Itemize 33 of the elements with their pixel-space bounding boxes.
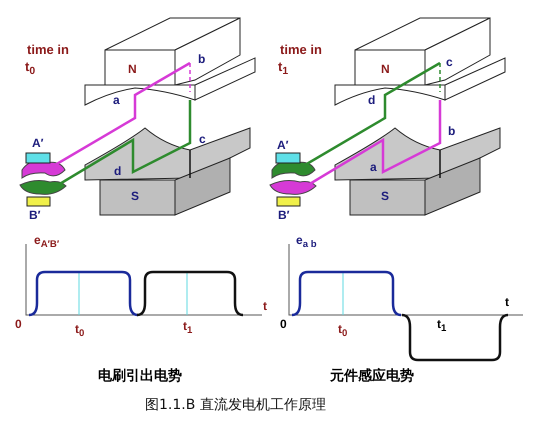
conductor-label: d — [114, 165, 122, 177]
axis-label: t — [505, 296, 509, 308]
conductor-label: d — [368, 94, 376, 106]
pole-label: S — [381, 190, 390, 202]
conductor-label: c — [446, 56, 453, 68]
chart-caption: 元件感应电势 — [330, 369, 414, 383]
chart-caption: 电刷引出电势 — [98, 369, 182, 383]
axis-label: 0 — [280, 318, 287, 330]
tick-label: t$_{1}$ — [183, 320, 192, 336]
axis-label: e$_{a b}$ — [296, 234, 317, 250]
brush-label: A′ — [32, 137, 44, 149]
brush-label: B′ — [278, 209, 290, 221]
axis-label: t — [263, 300, 267, 312]
pole-label: S — [131, 190, 140, 202]
time-label: t$_{0}$ — [25, 60, 36, 78]
conductor-label: b — [448, 125, 456, 137]
time-label: time in — [27, 43, 69, 56]
tick-label: t$_{0}$ — [338, 323, 348, 338]
pole-label: N — [128, 63, 137, 75]
conductor-label: a — [113, 94, 120, 106]
brush-label: B′ — [29, 209, 41, 221]
brush-label: A′ — [277, 139, 289, 151]
conductor-label: b — [198, 53, 206, 65]
conductor-label: c — [199, 133, 206, 145]
axis-label: e$_{A′B′}$ — [34, 234, 60, 250]
tick-label: t$_{0}$ — [75, 323, 84, 338]
time-label: time in — [280, 43, 322, 56]
axis-label: 0 — [15, 318, 22, 330]
pole-label: N — [381, 63, 390, 75]
time-label: t$_{1}$ — [278, 60, 288, 78]
tick-label: t$_{1}$ — [437, 318, 446, 334]
conductor-label: a — [370, 161, 377, 173]
figure-caption: 图1.1.B 直流发电机工作原理 — [145, 398, 326, 412]
